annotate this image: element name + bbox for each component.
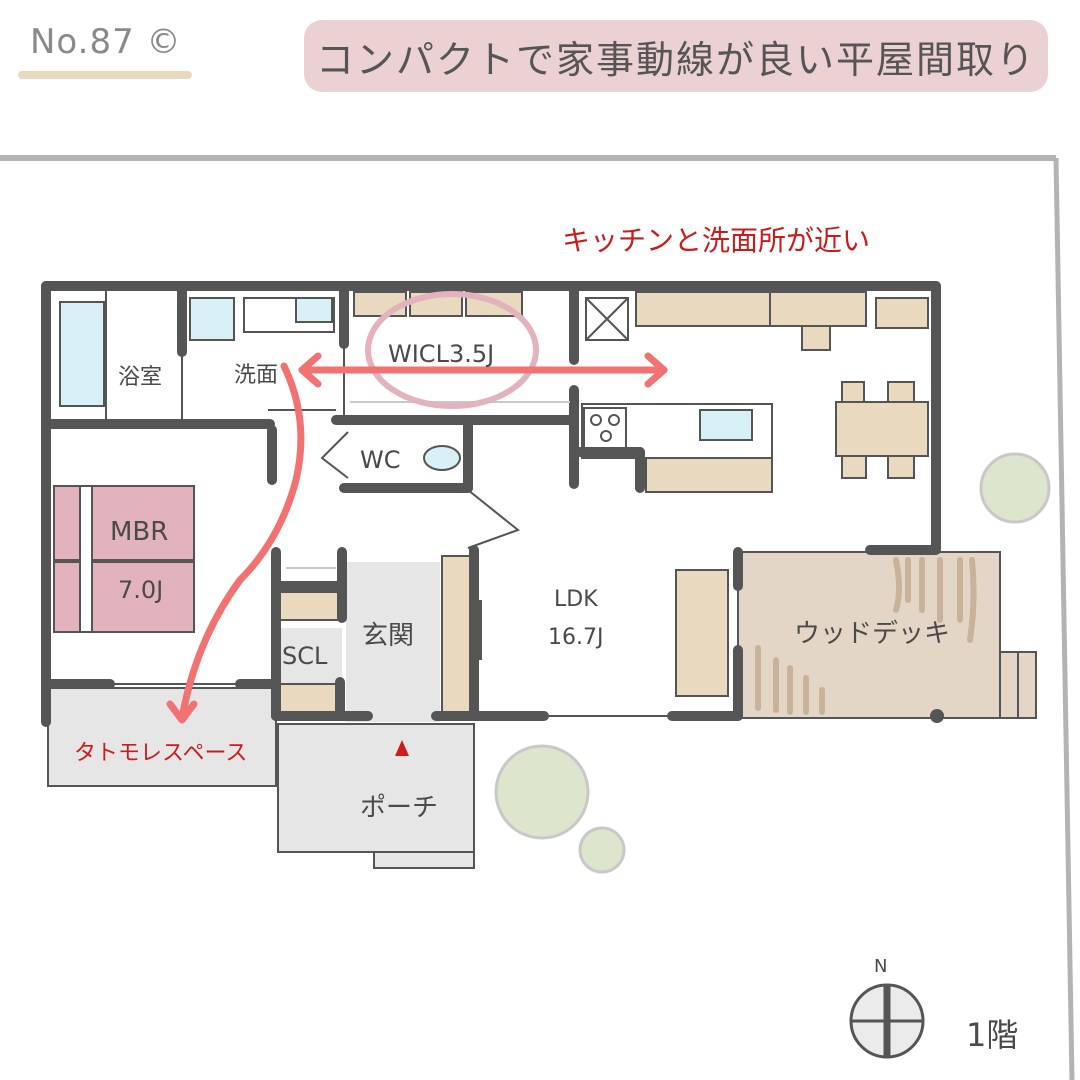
page-title-text: コンパクトで家事動線が良い平屋間取り xyxy=(315,37,1036,82)
fridge-icon xyxy=(585,297,629,341)
arrow-head-right xyxy=(644,352,668,388)
porch-area xyxy=(277,723,475,853)
label-mbr: MBR xyxy=(110,517,168,547)
vanity-sink xyxy=(295,297,333,323)
wc-door-swing xyxy=(320,431,349,479)
arrow-head-left xyxy=(298,352,322,388)
wicl-highlight-circle xyxy=(365,291,539,409)
wood-deck xyxy=(737,551,1037,723)
site-boundary xyxy=(0,155,1075,1080)
drying-space-area xyxy=(47,687,277,787)
tree xyxy=(494,744,590,840)
room-labels: 浴室 洗面 WICL3.5J WC MBR 7.0J SCL 玄関 LDK 16… xyxy=(110,340,950,823)
label-ldk: LDK xyxy=(554,587,598,612)
bathtub xyxy=(59,301,105,407)
tree xyxy=(979,452,1051,524)
deck-post xyxy=(930,709,944,723)
label-wicl: WICL3.5J xyxy=(388,340,494,368)
plan-number-underline xyxy=(18,71,192,79)
label-wood-deck: ウッドデッキ xyxy=(794,619,950,649)
water-fixtures xyxy=(59,297,773,471)
label-wc: WC xyxy=(360,446,401,474)
storage-furniture xyxy=(279,291,929,717)
tree xyxy=(578,826,626,874)
closet-rods xyxy=(286,401,570,569)
entrance-marker-icon xyxy=(395,740,409,756)
lavatory-door-swing xyxy=(467,489,521,549)
washing-machine xyxy=(189,297,235,341)
porch-step xyxy=(373,851,475,869)
sofa xyxy=(675,569,729,697)
kitchen-note: キッチンと洗面所が近い xyxy=(562,224,870,257)
plan-number: No.87 © xyxy=(30,22,182,62)
drying-space-label: タトモレスペース xyxy=(74,741,247,766)
label-bathroom: 浴室 xyxy=(118,365,162,390)
mbr-beds xyxy=(53,485,195,633)
dining-table xyxy=(835,401,929,457)
toilet xyxy=(423,445,461,471)
label-ldk-size: 16.7J xyxy=(548,625,603,650)
exterior-areas xyxy=(47,562,475,869)
floor-label: 1階 xyxy=(966,1016,1018,1054)
entrance-floor xyxy=(346,562,440,722)
trees xyxy=(494,452,1051,874)
label-scl: SCL xyxy=(282,642,328,670)
scl-floor xyxy=(280,628,342,684)
compass-north-label: N xyxy=(874,956,887,977)
curved-arrow-head xyxy=(166,700,198,724)
label-porch: ポーチ xyxy=(360,793,438,823)
label-mbr-size: 7.0J xyxy=(118,576,163,604)
flow-arrows xyxy=(166,352,668,724)
label-entrance: 玄関 xyxy=(362,621,414,651)
page-title: コンパクトで家事動線が良い平屋間取り xyxy=(304,20,1048,92)
curved-arrow-path xyxy=(178,362,305,722)
kitchen-sink xyxy=(699,409,753,441)
compass-icon: N xyxy=(849,956,925,1059)
label-washroom: 洗面 xyxy=(234,363,278,388)
thin-lines xyxy=(105,286,937,717)
